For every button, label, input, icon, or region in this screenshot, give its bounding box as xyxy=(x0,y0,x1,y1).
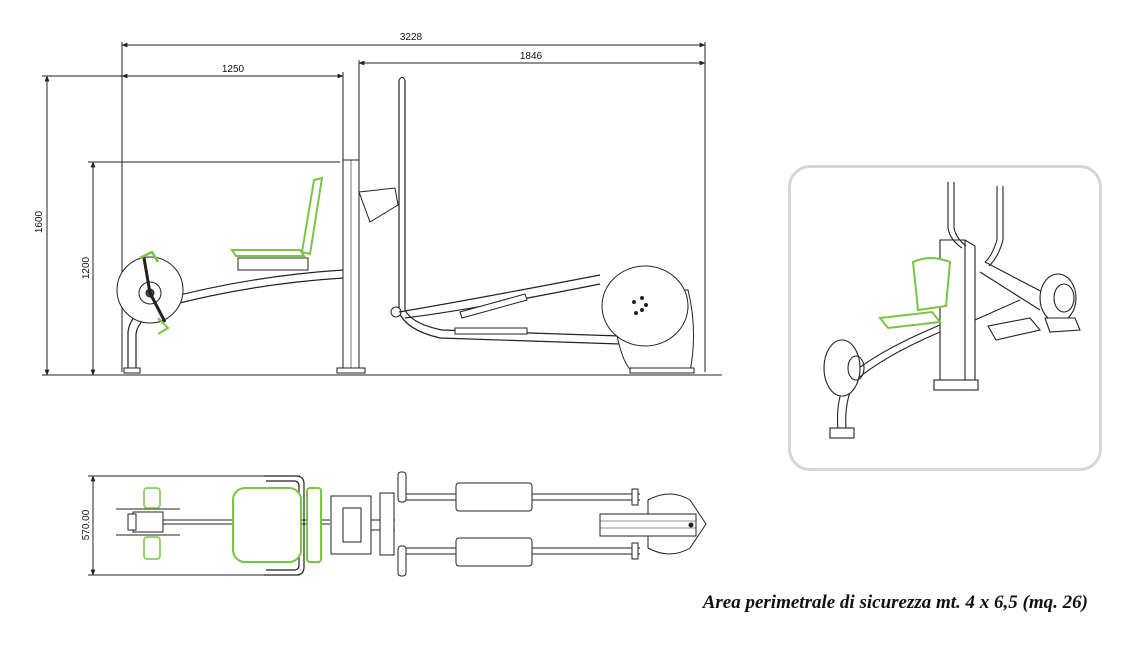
footplate-top xyxy=(455,482,533,512)
column-base-top-view xyxy=(330,495,372,555)
safety-area-caption: Area perimetrale di sicurezza mt. 4 x 6,… xyxy=(702,592,1088,613)
width-label: 570.00 xyxy=(81,509,92,540)
plan-view xyxy=(88,471,707,577)
perspective-frame xyxy=(788,165,1102,471)
total-height-label: 1600 xyxy=(34,210,45,233)
front-length-label: 1250 xyxy=(222,64,245,75)
rear-length-label: 1846 xyxy=(520,51,543,62)
total-length-label: 3228 xyxy=(400,32,423,43)
backrest xyxy=(300,176,324,256)
seat-height-label: 1200 xyxy=(81,256,92,279)
seat-top-view xyxy=(232,487,302,563)
footplate-bottom xyxy=(455,537,533,567)
backrest-top-view xyxy=(306,487,322,563)
side-elevation xyxy=(42,42,722,376)
perspective-view xyxy=(823,182,1081,439)
seat xyxy=(230,249,306,257)
